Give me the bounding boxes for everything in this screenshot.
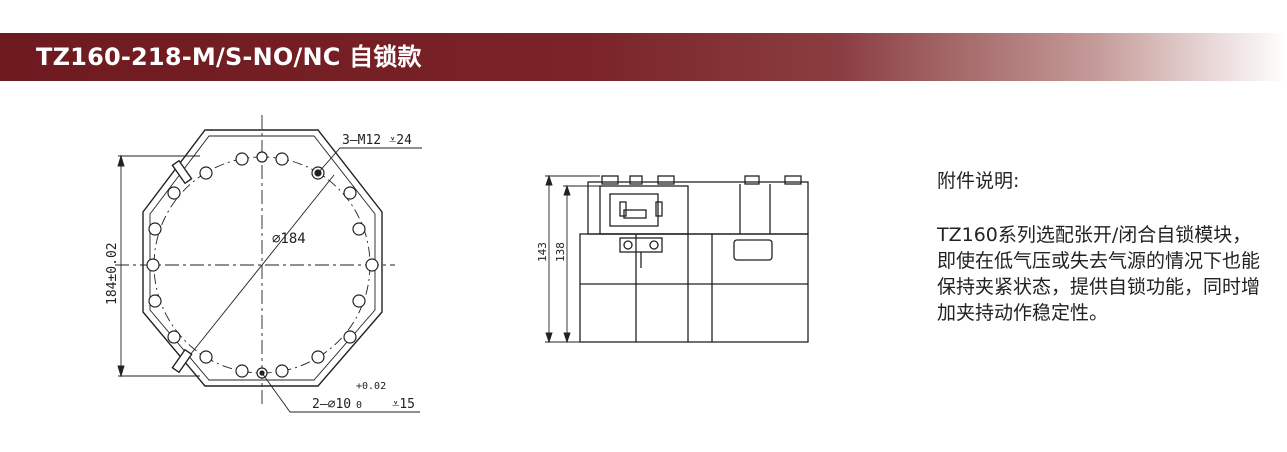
leaders — [117, 147, 422, 413]
side-height-1: 143 — [536, 242, 549, 262]
page-title: TZ160-218-M/S-NO/NC 自锁款 — [36, 43, 422, 71]
side-dims — [545, 174, 600, 344]
notes-heading: 附件说明: — [937, 170, 1020, 192]
hole-spec-bottom-left: 2—⌀10 — [312, 397, 351, 412]
hole-spec-top: 3—M12 ⩡24 — [342, 133, 412, 148]
height-dim-label: 184±0.02 — [105, 242, 120, 305]
tolerance-lower: 0 — [356, 400, 362, 411]
front-view — [115, 115, 395, 405]
side-view — [579, 175, 809, 343]
hole-spec-bottom-right: ⩡15 — [392, 397, 415, 412]
side-height-2: 138 — [554, 242, 567, 262]
tolerance-upper: +0.02 — [356, 381, 386, 392]
front-view-outline — [142, 129, 383, 387]
diameter-label: ⌀184 — [272, 231, 306, 247]
title-banner: TZ160-218-M/S-NO/NC 自锁款 — [0, 33, 1287, 81]
notes-body: TZ160系列选配张开/闭合自锁模块，即使在低气压或失去气源的情况下也能保持夹紧… — [937, 224, 1261, 324]
front-view-inner-outline — [149, 135, 376, 381]
notes-panel: 附件说明: TZ160系列选配张开/闭合自锁模块，即使在低气压或失去气源的情况下… — [937, 168, 1267, 326]
